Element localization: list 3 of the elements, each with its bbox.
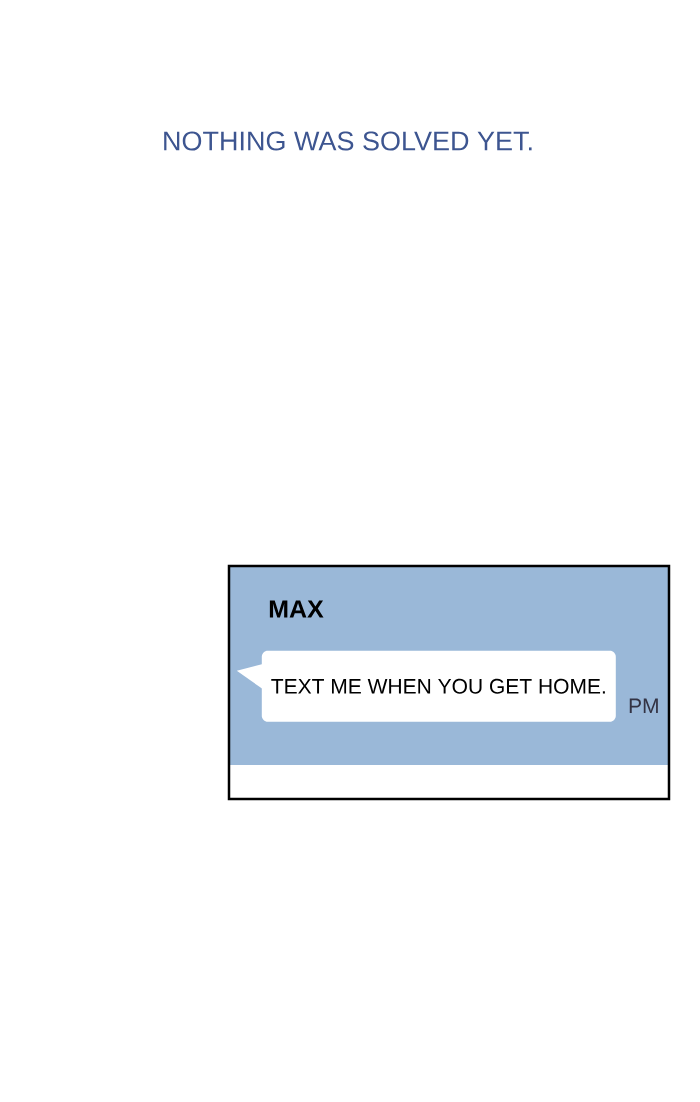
speech-bubble: TEXT ME WHEN YOU GET HOME. [236, 650, 616, 722]
timestamp-text: PM [629, 698, 658, 714]
caption-text: NOTHING WAS SOLVED YET. [164, 131, 532, 151]
